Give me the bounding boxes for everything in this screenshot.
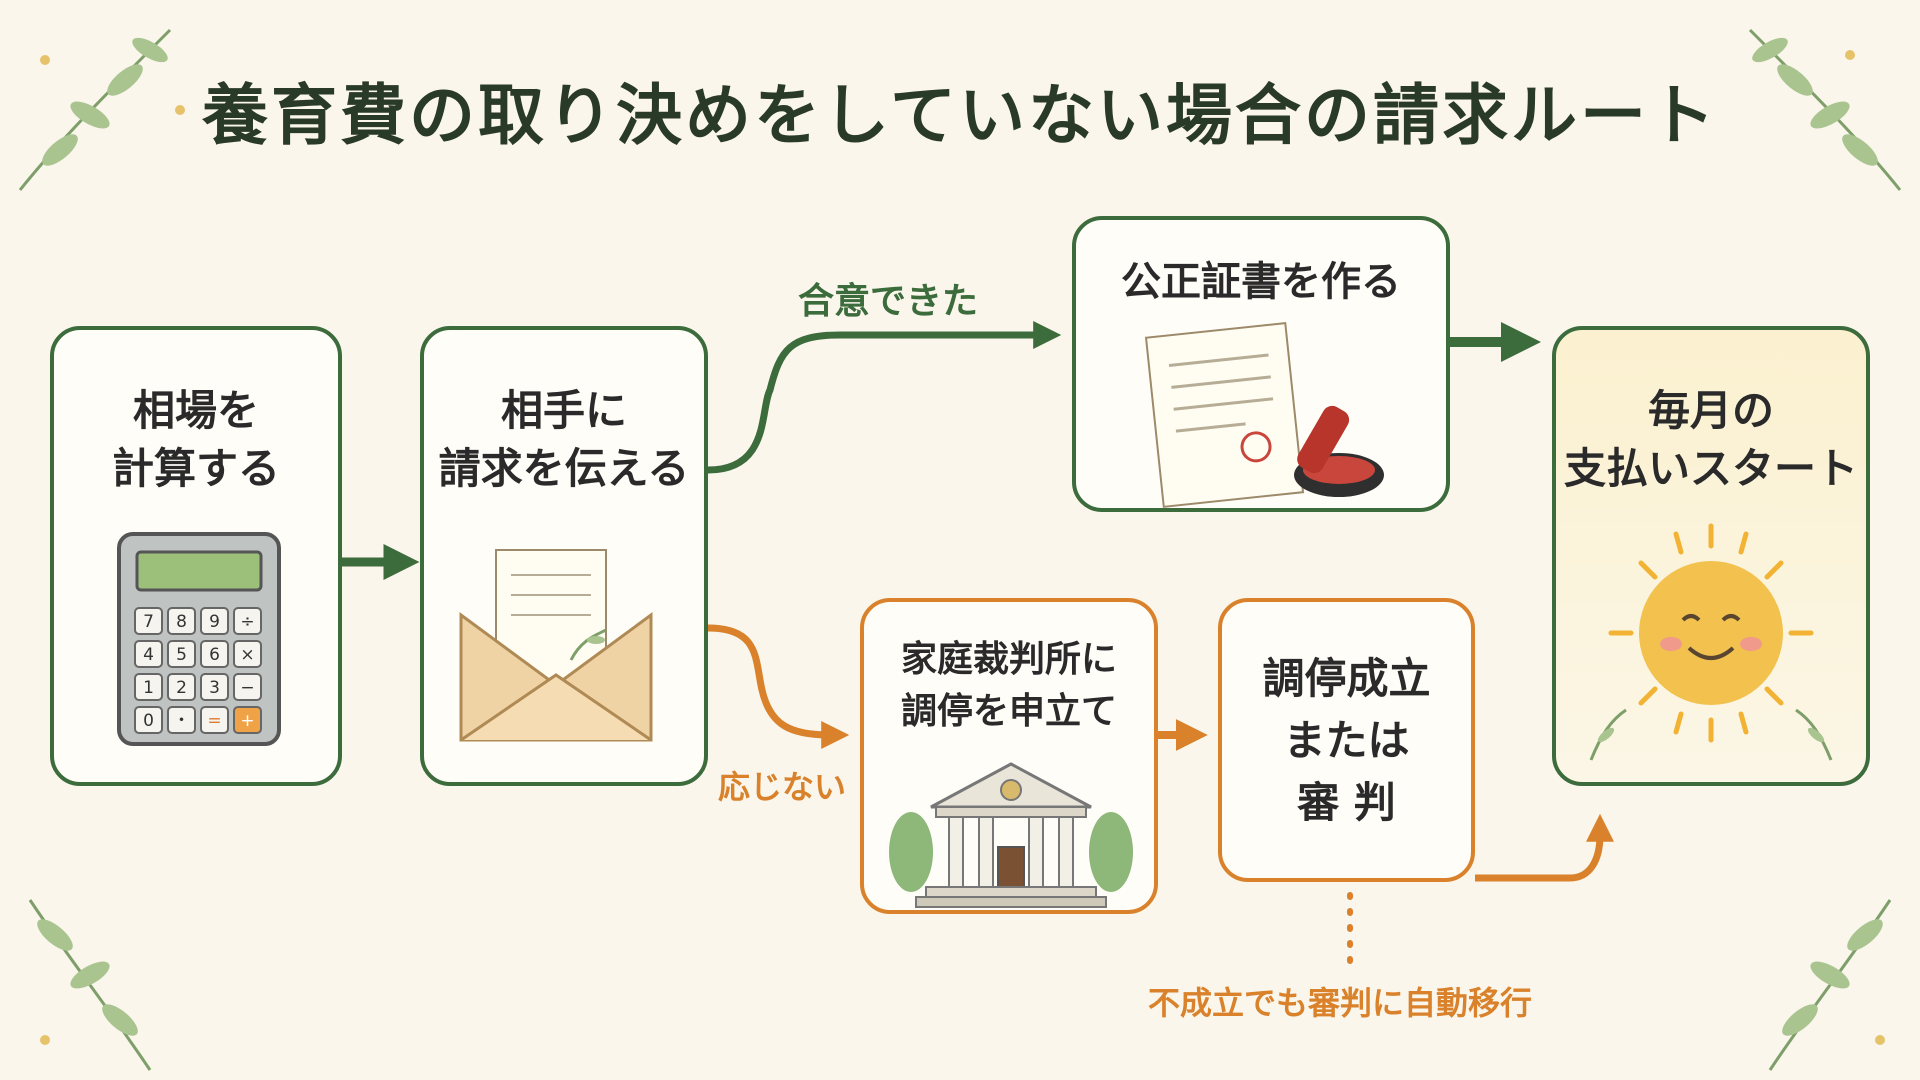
arrow-request-to-court [707,624,850,749]
calculator-icon: 7 8 9 ÷ 4 5 6 × 1 2 3− 0 ・ = + [117,532,281,746]
edge-label-auto-transition: 不成立でも審判に自動移行 [1148,984,1533,1022]
arrow-request-to-notary [707,321,1062,474]
calculator-key-label: − [240,678,254,698]
smiling-sun-icon [1589,523,1833,761]
calculator-key [233,673,262,701]
calculator-key [134,706,163,734]
edge-label-refused: 応じない [718,768,847,806]
calculator-key-label: 0 [143,711,154,731]
calculator-key-label: = [207,711,221,731]
leaf-decoration-bottom-left [28,899,152,1071]
calculator-key-label: ・ [173,711,190,731]
step-court-label: 家庭裁判所に 調停を申立て [900,639,1117,732]
page-title: 養育費の取り決めをしていない場合の請求ルート [201,77,1719,154]
leaf-decoration-top-left [18,28,185,191]
calculator-key [200,607,229,635]
calculator-key [200,706,229,734]
calculator-key-label: 5 [176,645,187,665]
calculator-key [200,640,229,668]
calculator-key [167,673,196,701]
calculator-key-label: ÷ [240,612,254,632]
calculator-key-label: 2 [176,678,187,698]
calculator-key-label: 7 [143,612,154,632]
calculator-key [134,640,163,668]
step-court-box: 家庭裁判所に 調停を申立て [860,598,1158,914]
step-request-box: 相手に 請求を伝える [420,326,708,786]
courthouse-icon [889,762,1133,908]
calculator-keypad: 7 8 9 ÷ 4 5 6 × 1 2 3− 0 ・ = + [134,607,262,734]
calculator-key [134,673,163,701]
calculator-key-label: × [240,645,254,665]
step-calculate-box: 相場を 計算する 7 8 9 ÷ 4 5 6 × 1 2 3− 0 ・ = + [50,326,342,786]
calculator-key-label: + [240,711,254,731]
calculator-key [233,640,262,668]
calculator-key-label: 9 [209,612,220,632]
calculator-key [167,640,196,668]
calculator-key [233,706,262,734]
step-start-label: 毎月の 支払いスタート [1563,386,1858,493]
step-start-box: 毎月の 支払いスタート [1552,326,1870,786]
arrow-mediation-to-start [1475,813,1614,882]
calculator-key [167,706,196,734]
calculator-key-label: 1 [143,678,154,698]
edge-label-agreed: 合意できた [798,281,979,322]
leaf-decoration-bottom-right [1768,899,1892,1071]
step-request-label: 相手に 請求を伝える [438,386,690,493]
leaf-decoration-top-right [1748,28,1902,191]
step-notary-label: 公正証書を作る [1121,259,1401,305]
envelope-letter-icon [459,549,653,742]
calculator-key-label: 3 [209,678,220,698]
step-mediation-box: 調停成立 または 審 判 [1218,598,1475,882]
certificate-seal-icon [1144,322,1384,508]
calculator-key-label: 8 [176,612,187,632]
calculator-key [200,673,229,701]
step-calculate-label: 相場を 計算する [111,386,280,493]
calculator-key [167,607,196,635]
calculator-key [233,607,262,635]
step-notary-box: 公正証書を作る [1072,216,1450,512]
calculator-key-label: 6 [209,645,220,665]
calculator-key-label: 4 [143,645,154,665]
calculator-key [134,607,163,635]
step-mediation-label: 調停成立 または 審 判 [1262,654,1431,827]
